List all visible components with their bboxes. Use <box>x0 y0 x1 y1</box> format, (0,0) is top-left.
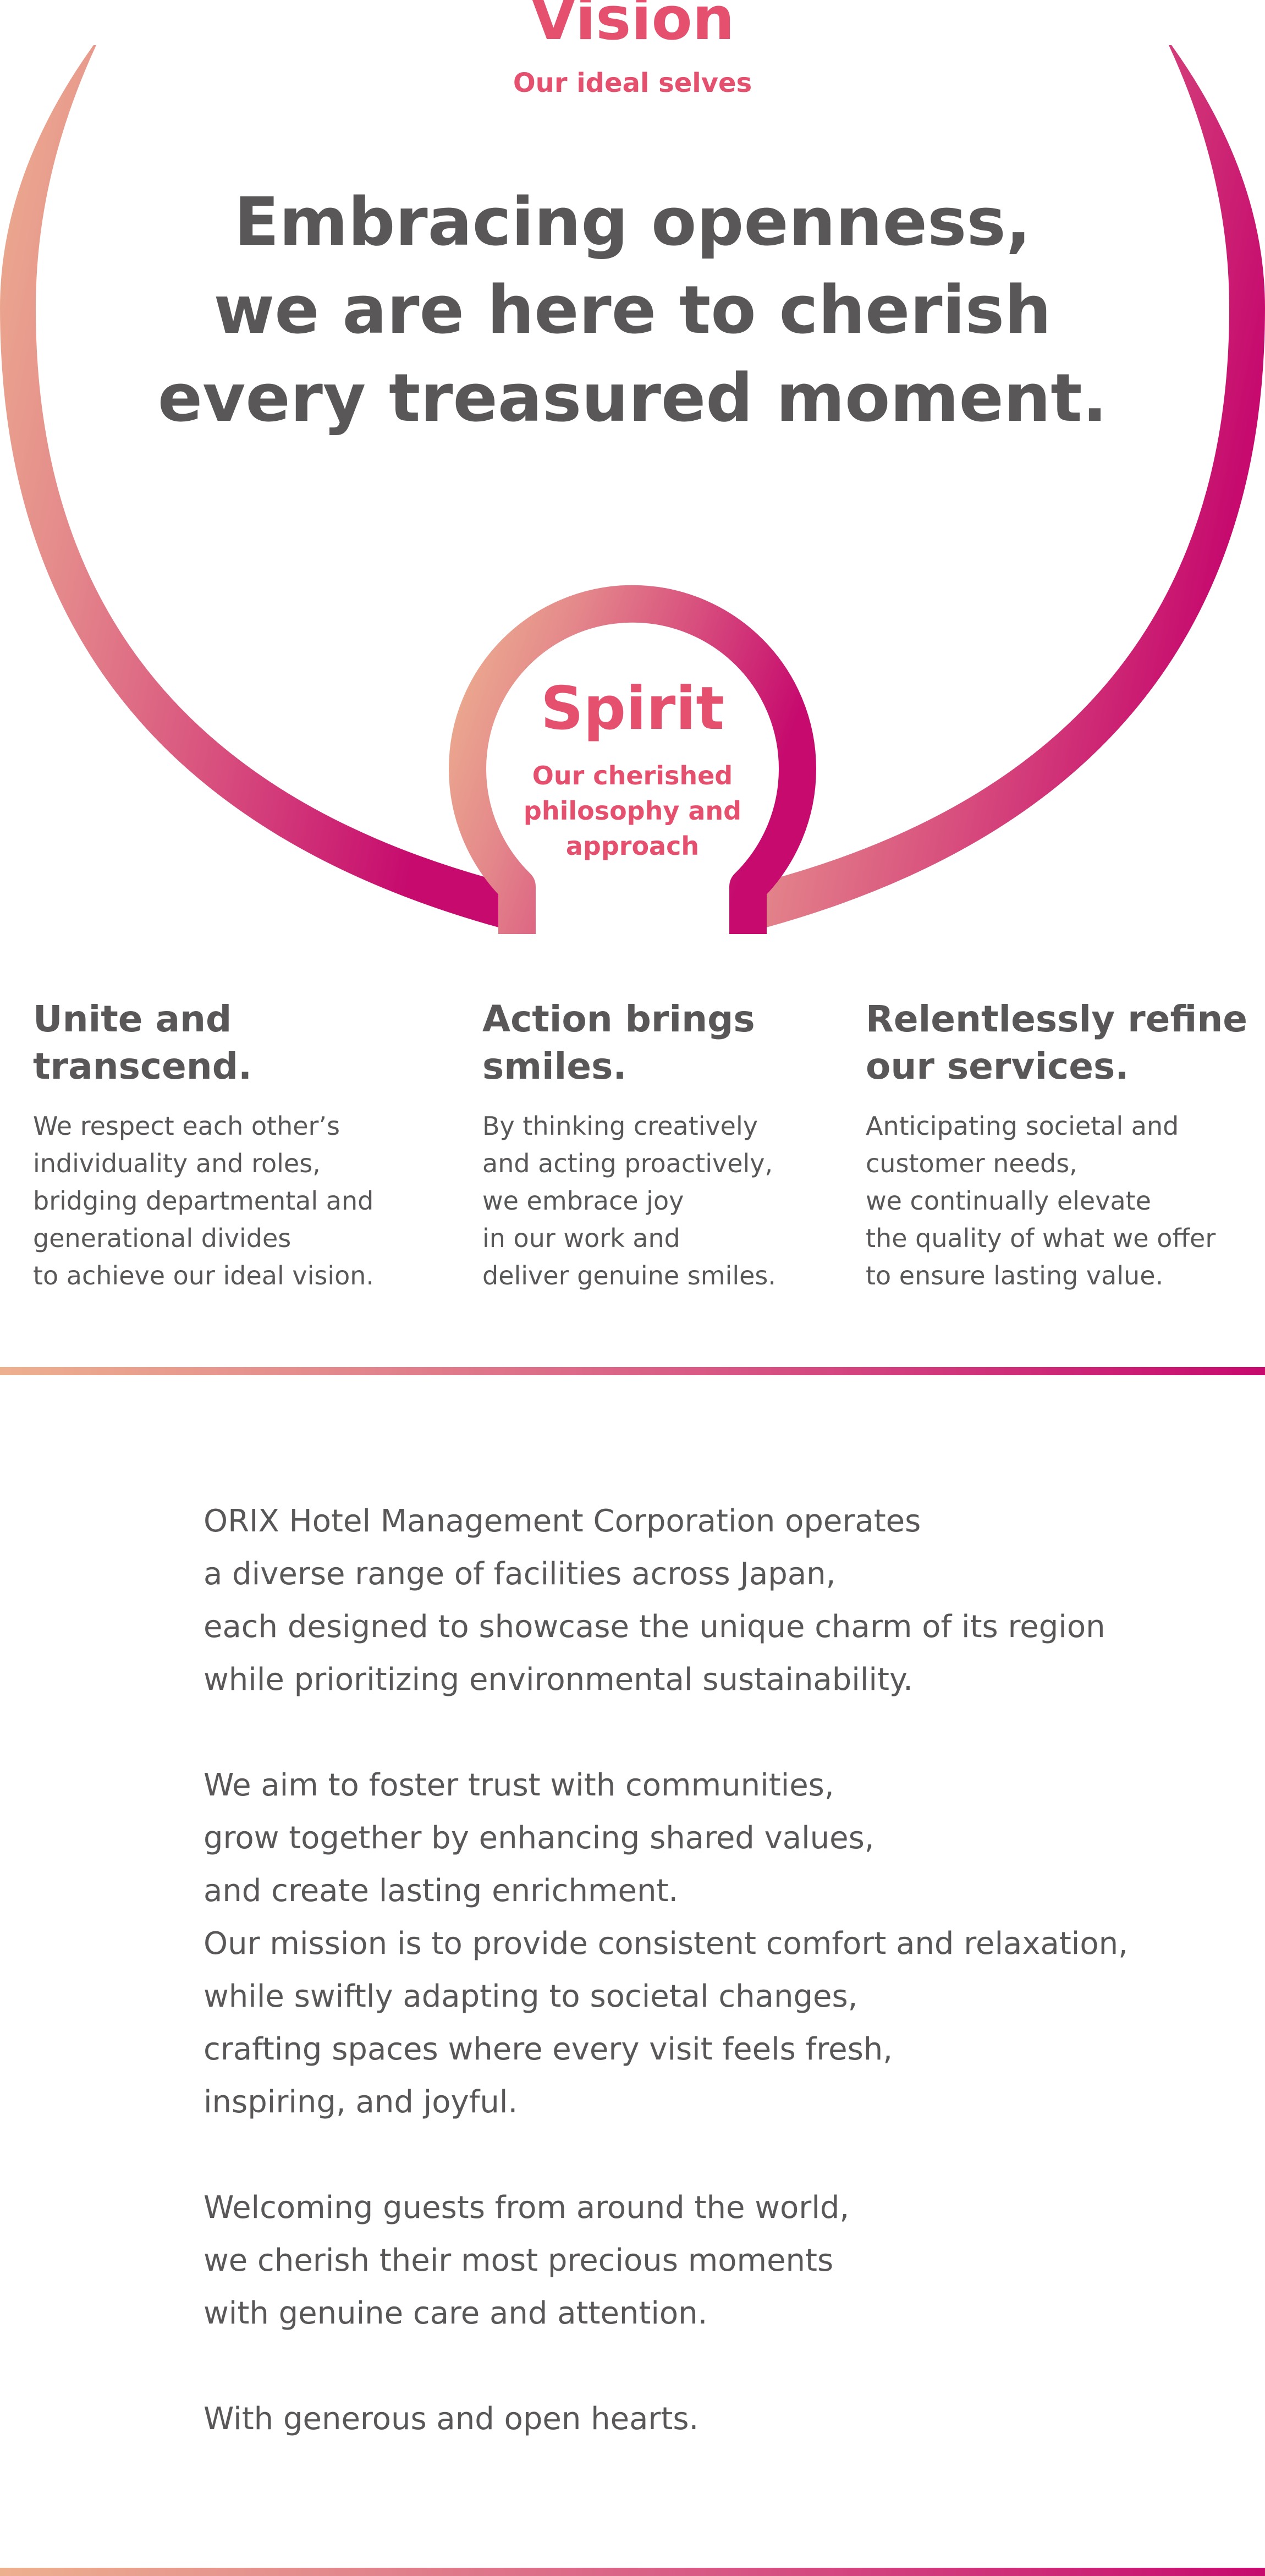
message-paragraph: ORIX Hotel Management Corporation operat… <box>204 1495 1194 1706</box>
message-line: a diverse range of facilities across Jap… <box>204 1556 836 1592</box>
value-body-line: We respect each other’s <box>33 1111 340 1141</box>
value-body-line: we embrace joy <box>482 1186 684 1216</box>
spirit-subtitle-line: approach <box>565 831 700 861</box>
value-heading-line: transcend. <box>33 1045 252 1087</box>
spirit-subtitle-line: Our cherished <box>532 761 733 790</box>
value-body-unite: We respect each other’s individuality an… <box>33 1107 418 1294</box>
value-body-line: customer needs, <box>866 1149 1077 1178</box>
value-body-action: By thinking creatively and acting proact… <box>482 1107 834 1294</box>
message-line: while swiftly adapting to societal chang… <box>204 1979 858 2014</box>
spirit-subtitle-line: philosophy and <box>523 796 742 826</box>
message-paragraph: Welcoming guests from around the world, … <box>204 2182 1194 2340</box>
message-line: with genuine care and attention. <box>204 2295 708 2331</box>
message-line: Welcoming guests from around the world, <box>204 2190 850 2226</box>
spirit-subtitle: Our cherished philosophy and approach <box>495 758 770 864</box>
vision-statement-line: every treasured moment. <box>157 360 1108 437</box>
message-line: each designed to showcase the unique cha… <box>204 1609 1106 1645</box>
gradient-divider-top <box>0 1367 1265 1375</box>
message-line: We aim to foster trust with communities, <box>204 1767 834 1803</box>
spirit-ring <box>449 585 816 934</box>
message-line: crafting spaces where every visit feels … <box>204 2031 893 2067</box>
value-heading-line: smiles. <box>482 1045 627 1087</box>
message-line: and create lasting enrichment. <box>204 1873 679 1909</box>
value-body-line: and acting proactively, <box>482 1149 773 1178</box>
value-body-refine: Anticipating societal and customer needs… <box>866 1107 1251 1294</box>
value-heading-line: Action brings <box>482 998 755 1040</box>
value-heading-unite: Unite and transcend. <box>33 996 418 1090</box>
message-line: while prioritizing environmental sustain… <box>204 1662 913 1698</box>
message-body: ORIX Hotel Management Corporation operat… <box>204 1495 1194 2498</box>
message-line: With generous and open hearts. <box>204 2401 699 2437</box>
value-body-line: bridging departmental and <box>33 1186 374 1216</box>
value-body-line: generational divides <box>33 1223 292 1253</box>
value-body-line: By thinking creatively <box>482 1111 758 1141</box>
vision-subtitle: Our ideal selves <box>513 68 752 98</box>
spirit-title: Spirit <box>540 674 725 743</box>
value-body-line: deliver genuine smiles. <box>482 1261 777 1290</box>
vision-title: Vision <box>530 0 735 53</box>
vision-statement-line: we are here to cherish <box>213 272 1052 349</box>
message-line: Our mission is to provide consistent com… <box>204 1926 1128 1962</box>
value-body-line: to ensure lasting value. <box>866 1261 1164 1290</box>
vision-statement: Embracing openness, we are here to cheri… <box>138 179 1128 443</box>
message-line: grow together by enhancing shared values… <box>204 1820 875 1856</box>
value-heading-line: Unite and <box>33 998 232 1040</box>
value-heading-line: our services. <box>866 1045 1129 1087</box>
message-line: inspiring, and joyful. <box>204 2084 518 2120</box>
value-heading-line: Relentlessly refine <box>866 998 1248 1040</box>
value-heading-action: Action brings smiles. <box>482 996 834 1090</box>
value-body-line: to achieve our ideal vision. <box>33 1261 375 1290</box>
vision-arc-right <box>748 45 1265 932</box>
value-body-line: Anticipating societal and <box>866 1111 1179 1141</box>
message-paragraph: We aim to foster trust with communities,… <box>204 1759 1194 2129</box>
vision-spirit-arc-graphic <box>0 45 1265 934</box>
vision-arc <box>0 45 517 932</box>
message-line: ORIX Hotel Management Corporation operat… <box>204 1503 921 1539</box>
message-paragraph: With generous and open hearts. <box>204 2393 1194 2446</box>
message-line: we cherish their most precious moments <box>204 2243 834 2278</box>
value-body-line: individuality and roles, <box>33 1149 321 1178</box>
gradient-divider-bottom <box>0 2568 1265 2576</box>
value-body-line: in our work and <box>482 1223 680 1253</box>
value-body-line: the quality of what we offer <box>866 1223 1216 1253</box>
value-body-line: we continually elevate <box>866 1186 1151 1216</box>
vision-statement-line: Embracing openness, <box>234 184 1031 261</box>
value-heading-refine: Relentlessly refine our services. <box>866 996 1251 1090</box>
